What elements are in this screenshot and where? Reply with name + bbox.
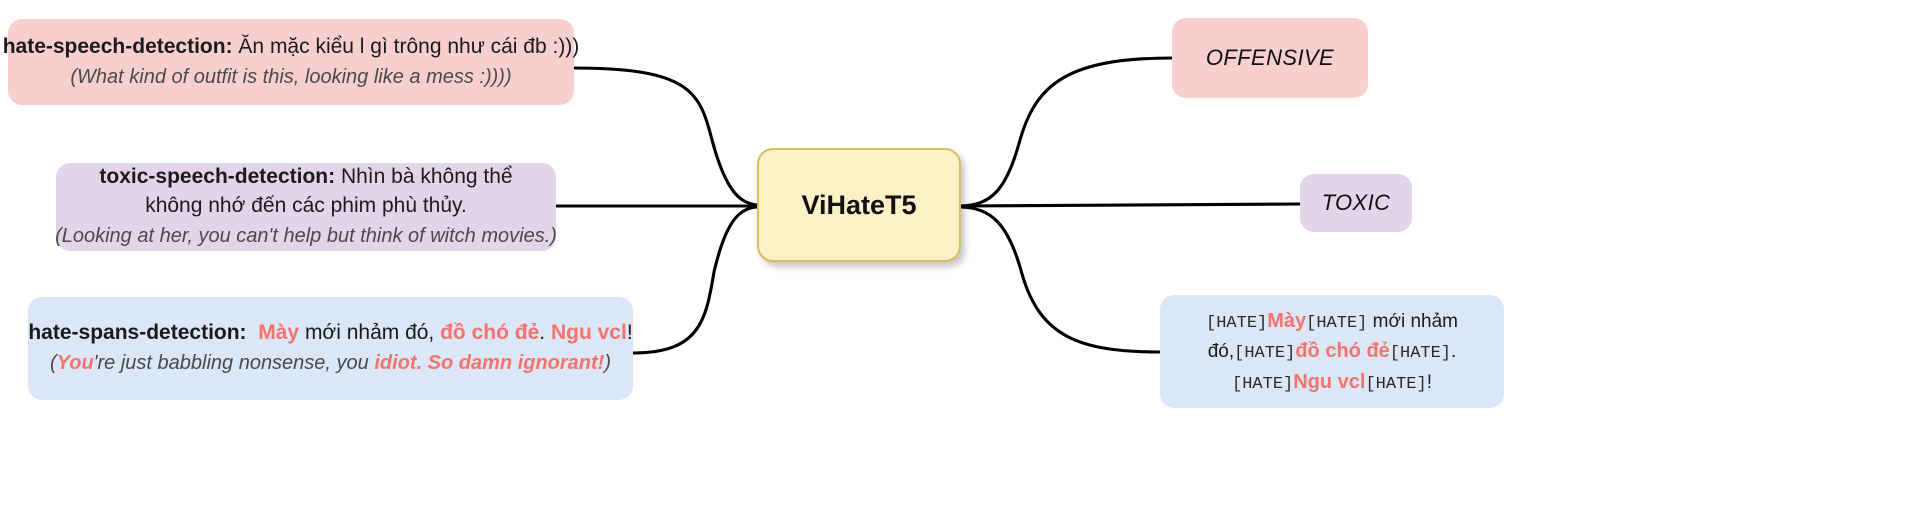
output-span-highlight-3: Ngu vcl (1293, 370, 1366, 393)
hate-token-open-1: [HATE] (1206, 313, 1268, 333)
hate-token-close-1: [HATE] (1306, 313, 1368, 333)
output-card-toxic[interactable]: TOXIC (1300, 174, 1412, 232)
translation-open-paren: ( (49, 352, 57, 375)
output-plain-segment-1: mới nhảm (1367, 310, 1458, 332)
edge-model-to-offensive (959, 56, 1174, 208)
output-label-offensive: OFFENSIVE (1205, 45, 1335, 70)
task-tag-hate-speech-detection: hate-speech-detection: (2, 34, 233, 58)
input-english-translation: (You're just babbling nonsense, you idio… (50, 350, 611, 378)
model-label: ViHateT5 (801, 189, 917, 220)
input-card-toxic-speech-detection[interactable]: toxic-speech-detection: Nhìn bà không th… (55, 163, 557, 251)
task-tag-hate-spans-detection: hate-spans-detection: (28, 321, 247, 345)
hate-span-highlight-1: Mày (258, 321, 300, 345)
hate-token-open-3: [HATE] (1232, 374, 1294, 394)
input-plain-segment-2: . (539, 321, 551, 345)
output-span-highlight-1: Mày (1267, 309, 1307, 332)
input-plain-segment-3: ! (626, 321, 633, 345)
hate-token-open-2: [HATE] (1234, 344, 1296, 364)
input-plain-segment-1: mới nhảm đó, (299, 321, 441, 345)
hate-token-close-3: [HATE] (1365, 374, 1427, 394)
output-punctuation-1: . (1451, 341, 1457, 363)
input-vietnamese-text: hate-spans-detection: Mày mới nhảm đó, đ… (28, 319, 632, 348)
output-spans-text: [HATE]Mày[HATE] mới nhảm đó,[HATE]đồ chó… (1206, 306, 1458, 398)
english-span-highlight-1: You (56, 352, 94, 375)
hate-token-close-2: [HATE] (1389, 344, 1452, 364)
edge-hate-speech-to-model (572, 66, 759, 207)
input-vietnamese-sentence-line2: đến các phim phù thủy. (251, 194, 467, 218)
english-span-highlight-2: idiot. So damn ignorant! (374, 352, 605, 375)
output-span-highlight-2: đồ chó đẻ (1295, 340, 1390, 363)
input-card-hate-spans-detection[interactable]: hate-spans-detection: Mày mới nhảm đó, đ… (28, 297, 633, 400)
input-english-translation: (Looking at her, you can't help but thin… (55, 225, 557, 248)
input-vietnamese-sentence-line1: Nhìn bà không thể không nhớ (145, 165, 513, 218)
edge-model-to-spans-output (959, 205, 1162, 354)
input-vietnamese-text: hate-speech-detection: Ăn mặc kiểu l gì … (3, 33, 580, 62)
output-plain-segment-2: đó, (1207, 341, 1235, 363)
input-vietnamese-sentence: Ăn mặc kiểu l gì trông như cái đb :))) (238, 34, 580, 58)
hate-span-highlight-3: Ngu vcl (550, 321, 627, 345)
hate-span-highlight-2: đồ chó đẻ (440, 321, 540, 345)
output-card-hate-spans[interactable]: [HATE]Mày[HATE] mới nhảm đó,[HATE]đồ chó… (1160, 295, 1504, 408)
input-english-translation: (What kind of outfit is this, looking li… (70, 65, 512, 88)
translation-close-paren: ) (604, 352, 612, 375)
output-punctuation-2: ! (1426, 371, 1432, 393)
output-card-offensive[interactable]: OFFENSIVE (1172, 18, 1368, 98)
edge-hate-spans-to-model (631, 205, 759, 355)
edge-model-to-toxic (959, 202, 1302, 208)
model-node-vihatet5[interactable]: ViHateT5 (757, 148, 961, 262)
input-vietnamese-text: toxic-speech-detection: Nhìn bà không th… (72, 163, 540, 221)
output-label-toxic: TOXIC (1321, 190, 1391, 215)
english-plain-segment-1: 're just babbling nonsense, you (93, 352, 375, 375)
input-card-hate-speech-detection[interactable]: hate-speech-detection: Ăn mặc kiểu l gì … (3, 19, 579, 105)
task-tag-toxic-speech-detection: toxic-speech-detection: (99, 165, 336, 189)
